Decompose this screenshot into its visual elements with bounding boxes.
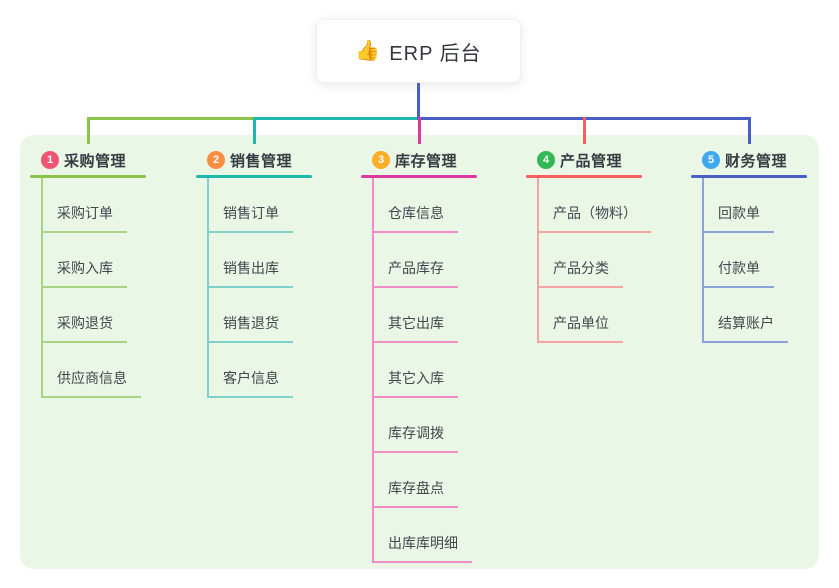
branch-title[interactable]: 财务管理 xyxy=(725,153,788,170)
thumbs-up-icon: 👍 xyxy=(355,40,381,62)
branch-title[interactable]: 产品管理 xyxy=(560,153,623,170)
branch-vertical-line xyxy=(372,178,374,563)
connector-drop-5 xyxy=(748,117,751,144)
mindmap-child-node[interactable]: 产品分类 xyxy=(537,258,623,288)
connector-drop-4 xyxy=(583,117,586,144)
branches-panel xyxy=(20,135,819,569)
mindmap-child-node[interactable]: 产品单位 xyxy=(537,313,623,343)
mindmap-child-node[interactable]: 销售退货 xyxy=(207,313,293,343)
mindmap-child-node[interactable]: 其它入库 xyxy=(372,368,458,398)
connector-drop-3 xyxy=(418,117,421,144)
branch-badge: 2 xyxy=(207,151,225,169)
mindmap-child-node[interactable]: 出库库明细 xyxy=(372,533,472,563)
connector-drop-1 xyxy=(87,117,90,144)
mindmap-child-node[interactable]: 采购订单 xyxy=(41,203,127,233)
branch-column-5: 5 财务管理回款单付款单结算账户 xyxy=(691,145,839,575)
mindmap-child-node[interactable]: 采购入库 xyxy=(41,258,127,288)
mindmap-child-node[interactable]: 客户信息 xyxy=(207,368,293,398)
branch-underline xyxy=(196,175,312,178)
branch-title[interactable]: 库存管理 xyxy=(395,153,458,170)
branch-badge: 5 xyxy=(702,151,720,169)
branch-vertical-line xyxy=(41,178,43,398)
branch-column-2: 2 销售管理销售订单销售出库销售退货客户信息 xyxy=(196,145,366,575)
branch-vertical-line xyxy=(207,178,209,398)
branch-column-1: 1 采购管理采购订单采购入库采购退货供应商信息 xyxy=(30,145,200,575)
mindmap-child-node[interactable]: 销售出库 xyxy=(207,258,293,288)
mindmap-child-node[interactable]: 采购退货 xyxy=(41,313,127,343)
branch-title[interactable]: 采购管理 xyxy=(64,153,127,170)
branch-badge: 3 xyxy=(372,151,390,169)
branch-title[interactable]: 销售管理 xyxy=(230,153,293,170)
mindmap-child-node[interactable]: 结算账户 xyxy=(702,313,788,343)
mindmap-child-node[interactable]: 回款单 xyxy=(702,203,774,233)
connector-h-left xyxy=(87,117,255,120)
connector-drop-2 xyxy=(253,117,256,144)
branch-column-4: 4 产品管理产品（物料） 产品分类产品单位 xyxy=(526,145,696,575)
root-node[interactable]: 👍 ERP 后台 xyxy=(316,19,521,83)
branch-column-3: 3 库存管理仓库信息产品库存其它出库其它入库库存调拨库存盘点出库库明细 xyxy=(361,145,531,575)
root-label: ERP 后台 xyxy=(389,42,482,65)
mindmap-child-node[interactable]: 付款单 xyxy=(702,258,774,288)
mindmap-child-node[interactable]: 销售订单 xyxy=(207,203,293,233)
mindmap-child-node[interactable]: 供应商信息 xyxy=(41,368,141,398)
branch-badge: 1 xyxy=(41,151,59,169)
branch-vertical-line xyxy=(702,178,704,343)
mindmap-child-node[interactable]: 其它出库 xyxy=(372,313,458,343)
mindmap-child-node[interactable]: 库存调拨 xyxy=(372,423,458,453)
root-trunk-line xyxy=(417,83,420,120)
branch-underline xyxy=(691,175,807,178)
connector-h-mid xyxy=(253,117,419,120)
mindmap-child-node[interactable]: 产品（物料） xyxy=(537,203,651,233)
mindmap-child-node[interactable]: 库存盘点 xyxy=(372,478,458,508)
branch-underline xyxy=(30,175,146,178)
branch-underline xyxy=(526,175,642,178)
branch-badge: 4 xyxy=(537,151,555,169)
branch-underline xyxy=(361,175,477,178)
branch-vertical-line xyxy=(537,178,539,343)
mindmap-child-node[interactable]: 仓库信息 xyxy=(372,203,458,233)
mindmap-child-node[interactable]: 产品库存 xyxy=(372,258,458,288)
